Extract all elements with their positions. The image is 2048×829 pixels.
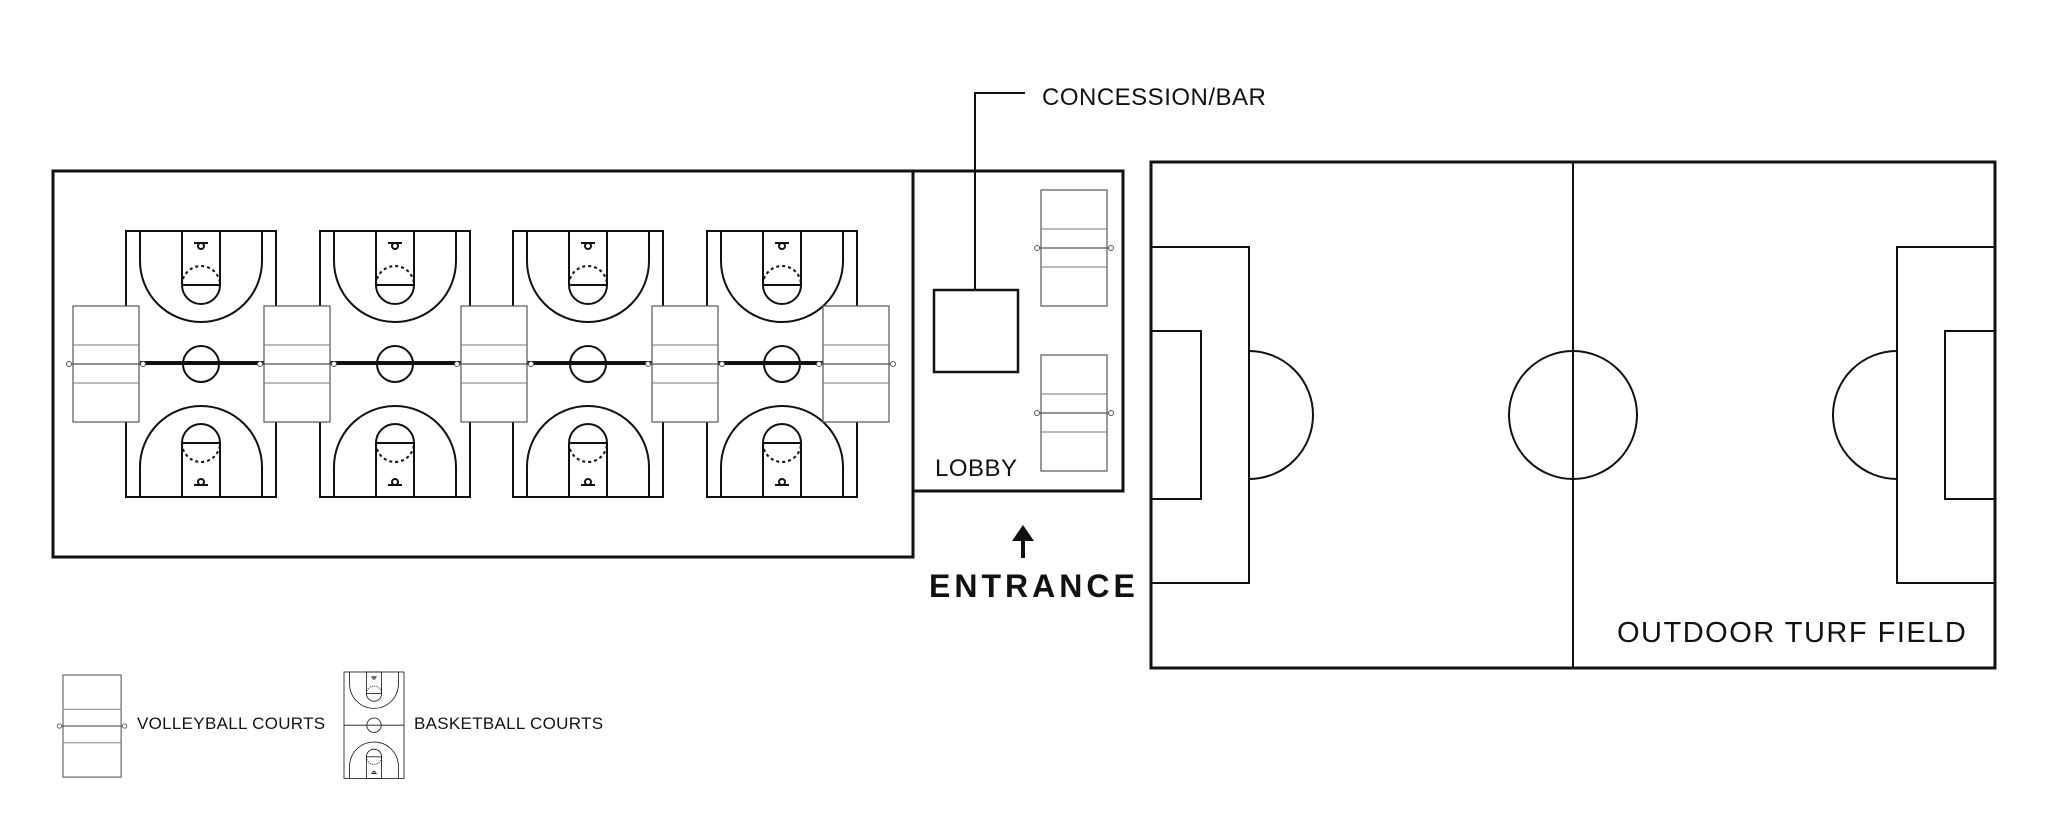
arrow-up-icon [1012,525,1034,558]
concession-leader-line [974,92,1025,290]
outdoor-turf-field [1149,160,1997,670]
volleyball-legend-label: VOLLEYBALL COURTS [137,714,325,733]
lobby: CONCESSION/BAR LOBBY [911,84,1266,493]
basketball-court [125,230,277,498]
basketball-legend-label: BASKETBALL COURTS [414,714,603,733]
basketball-legend-icon [343,671,405,779]
gymnasium [51,169,915,559]
lobby-label: LOBBY [935,455,1018,482]
entrance-label: ENTRANCE [929,568,1139,604]
volleyball-legend-icon [56,674,128,778]
entrance: ENTRANCE [929,525,1139,604]
basketball-court [512,230,664,498]
concession-label: CONCESSION/BAR [1042,84,1266,111]
legend: VOLLEYBALL COURTS BASKETBALL COURTS [56,671,603,779]
volleyball-court [1033,354,1115,472]
basketball-court [319,230,471,498]
concession-bar-counter [932,288,1020,374]
volleyball-court [1033,189,1115,307]
turf-field-label: OUTDOOR TURF FIELD [1617,617,1967,649]
